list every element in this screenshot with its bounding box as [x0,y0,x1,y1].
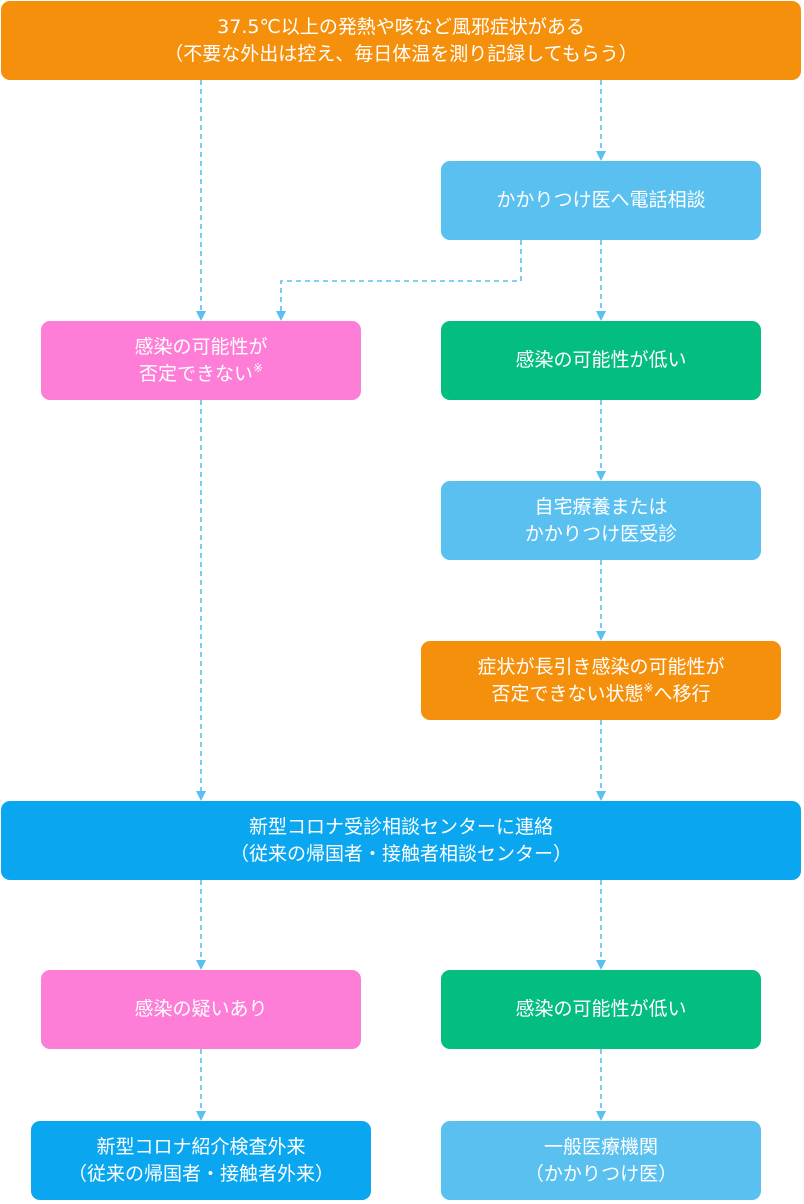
start-line1: 37.5℃以上の発熱や咳など風邪症状がある [217,15,585,38]
prolonged-line1: 症状が長引き感染の可能性が [477,655,725,678]
general-clinic-line1: 一般医療機関 [543,1135,658,1158]
note-mark: ※ [252,360,264,375]
cannot-rule-out-line1: 感染の可能性が [134,335,268,358]
test-outpatient-line1: 新型コロナ紹介検査外来 [96,1135,306,1158]
low-possibility-node-1: 感染の可能性が低い [441,321,761,400]
corona-center-line1: 新型コロナ受診相談センターに連絡 [248,815,553,838]
prolonged-node: 症状が長引き感染の可能性が 否定できない状態※へ移行 [421,641,781,720]
corona-center-node: 新型コロナ受診相談センターに連絡 （従来の帰国者・接触者相談センター） [1,801,801,880]
test-outpatient-node: 新型コロナ紹介検査外来 （従来の帰国者・接触者外来） [31,1121,371,1200]
cannot-rule-out-line2: 否定できない※ [138,360,264,385]
consult-doctor-node: かかりつけ医へ電話相談 [441,161,761,240]
low-possibility-node-2: 感染の可能性が低い [441,970,761,1049]
prolonged-line2: 否定できない状態※へ移行 [491,680,711,705]
corona-center-line2: （従来の帰国者・接触者相談センター） [229,842,572,865]
test-outpatient-line2: （従来の帰国者・接触者外来） [67,1162,334,1185]
cannot-rule-out-node: 感染の可能性が 否定できない※ [41,321,361,400]
home-care-line1: 自宅療養または [534,495,668,518]
arrow-consult-to-cannot-rule-out [276,240,522,321]
home-care-line2: かかりつけ医受診 [524,522,678,545]
start-node: 37.5℃以上の発熱や咳など風邪症状がある （不要な外出は控え、毎日体温を測り記… [1,1,801,80]
consult-doctor-label: かかりつけ医へ電話相談 [496,189,706,211]
low-possibility-label-1: 感染の可能性が低い [515,349,687,371]
note-mark: ※ [643,680,654,695]
home-care-node: 自宅療養または かかりつけ医受診 [441,481,761,560]
suspected-label: 感染の疑いあり [134,998,268,1020]
low-possibility-label-2: 感染の可能性が低い [515,998,687,1020]
general-clinic-node: 一般医療機関 （かかりつけ医） [441,1121,761,1200]
general-clinic-line2: （かかりつけ医） [524,1162,678,1185]
start-line2: （不要な外出は控え、毎日体温を測り記録してもらう） [164,42,638,65]
suspected-node: 感染の疑いあり [41,970,361,1049]
